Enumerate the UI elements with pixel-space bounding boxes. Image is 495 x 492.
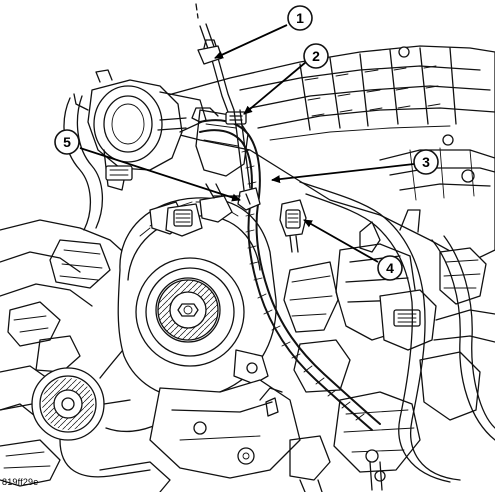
callout-2: 2: [243, 43, 329, 115]
wiring-harness: [157, 107, 381, 431]
callout-4: 4: [303, 219, 403, 281]
callout-label-4: 4: [386, 260, 394, 276]
callout-label-1: 1: [296, 10, 304, 26]
callout-1: 1: [214, 5, 313, 59]
callout-3: 3: [271, 149, 439, 184]
engine-right-side: [283, 243, 495, 491]
dipstick-tube: [195, 3, 251, 191]
intake-manifold: [149, 45, 495, 263]
figure-id: 819ff29e: [2, 477, 39, 487]
sensor-connector-4: [279, 199, 307, 253]
lower-engine-details: [0, 435, 331, 492]
generator: [117, 183, 277, 399]
generator-bracket: [149, 379, 301, 479]
coolant-hoses: [299, 181, 495, 483]
callout-5: 5: [54, 129, 241, 202]
throttle-body: [73, 69, 207, 191]
callout-label-2: 2: [312, 48, 320, 64]
callout-label-5: 5: [63, 134, 71, 150]
callout-label-3: 3: [422, 154, 430, 170]
engine-block-left: [0, 219, 131, 421]
idler-pulley: [0, 367, 131, 441]
